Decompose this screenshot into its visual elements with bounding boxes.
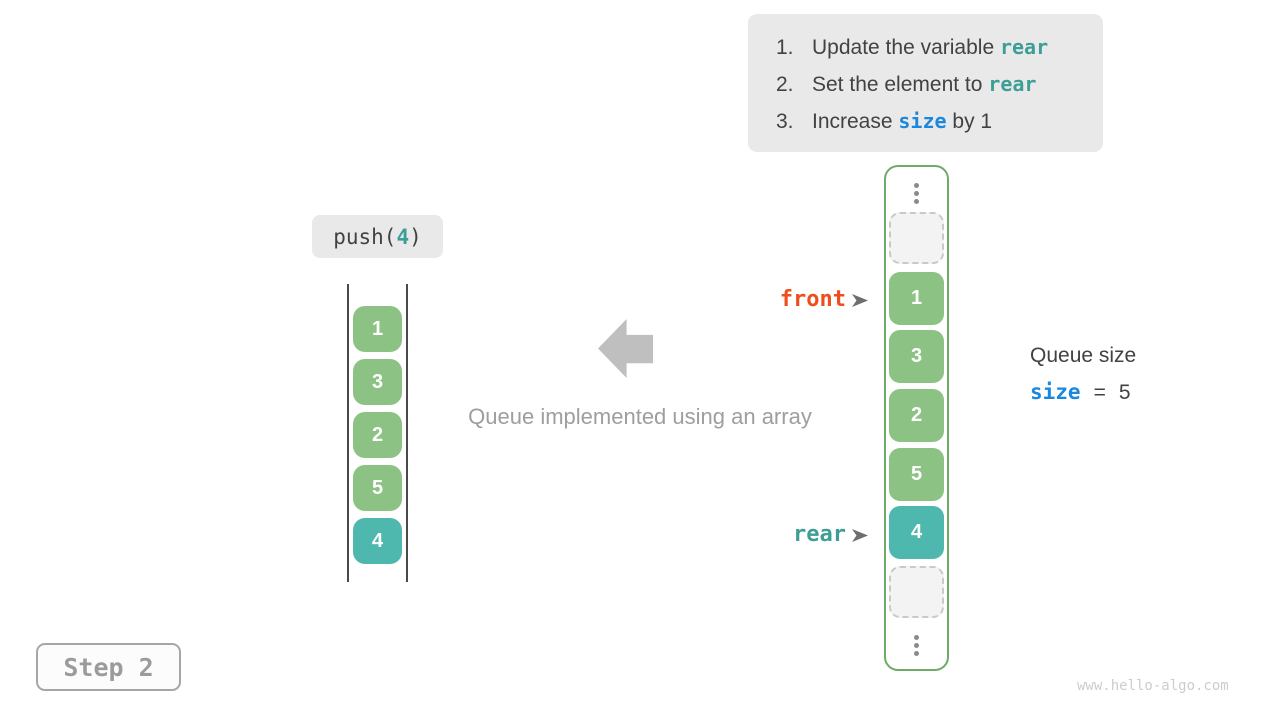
instruction-text: Increase size by 1: [812, 109, 993, 133]
array-container: 1 3 2 5 4: [884, 165, 949, 671]
push-operation-label: push(4): [312, 215, 443, 258]
size-number: 5: [1118, 381, 1131, 404]
push-call-post: ): [409, 224, 422, 249]
instruction-item-1: 1. Update the variable rear: [776, 29, 1103, 66]
instruction-number: 2.: [776, 72, 794, 96]
code-token-size: size: [898, 109, 947, 133]
array-cell: 1: [889, 272, 944, 325]
instruction-number: 1.: [776, 35, 794, 59]
queue-size-title: Queue size: [1030, 344, 1137, 367]
instruction-number: 3.: [776, 109, 794, 133]
instruction-text: Set the element to rear: [812, 72, 1037, 96]
left-arrow-icon: [598, 319, 653, 378]
rear-pointer-label: rear: [793, 522, 846, 547]
push-call-pre: push(: [333, 224, 397, 249]
step-badge: Step 2: [36, 643, 181, 691]
array-cell: 3: [889, 330, 944, 383]
array-empty-slot: [889, 212, 944, 264]
ellipsis-bottom-icon: [886, 633, 947, 657]
push-call-arg: 4: [396, 224, 410, 249]
ellipsis-top-icon: [886, 181, 947, 205]
equals-sign: =: [1093, 381, 1106, 404]
watermark: www.hello-algo.com: [1077, 678, 1229, 694]
stack-cell-new: 4: [353, 518, 402, 564]
instruction-text: Update the variable rear: [812, 35, 1049, 59]
instruction-item-2: 2. Set the element to rear: [776, 66, 1103, 103]
instruction-item-3: 3. Increase size by 1: [776, 103, 1103, 140]
rear-pointer-arrow-icon: [852, 529, 868, 542]
instruction-box: 1. Update the variable rear 2. Set the e…: [748, 14, 1103, 152]
code-token-rear: rear: [988, 72, 1037, 96]
array-cell: 2: [889, 389, 944, 442]
code-token-size: size: [1030, 380, 1081, 404]
stack-right-wall: [406, 284, 408, 582]
stack-cell: 2: [353, 412, 402, 458]
stack-cell: 5: [353, 465, 402, 511]
array-empty-slot: [889, 566, 944, 618]
array-cell-rear: 4: [889, 506, 944, 559]
queue-size-value: size = 5: [1030, 380, 1131, 405]
diagram-caption: Queue implemented using an array: [468, 404, 812, 429]
stack-cell: 1: [353, 306, 402, 352]
front-pointer-label: front: [779, 287, 846, 312]
stack-cell: 3: [353, 359, 402, 405]
stack-left-wall: [347, 284, 349, 582]
array-cell: 5: [889, 448, 944, 501]
code-token-rear: rear: [999, 35, 1049, 59]
front-pointer-arrow-icon: [852, 294, 868, 307]
